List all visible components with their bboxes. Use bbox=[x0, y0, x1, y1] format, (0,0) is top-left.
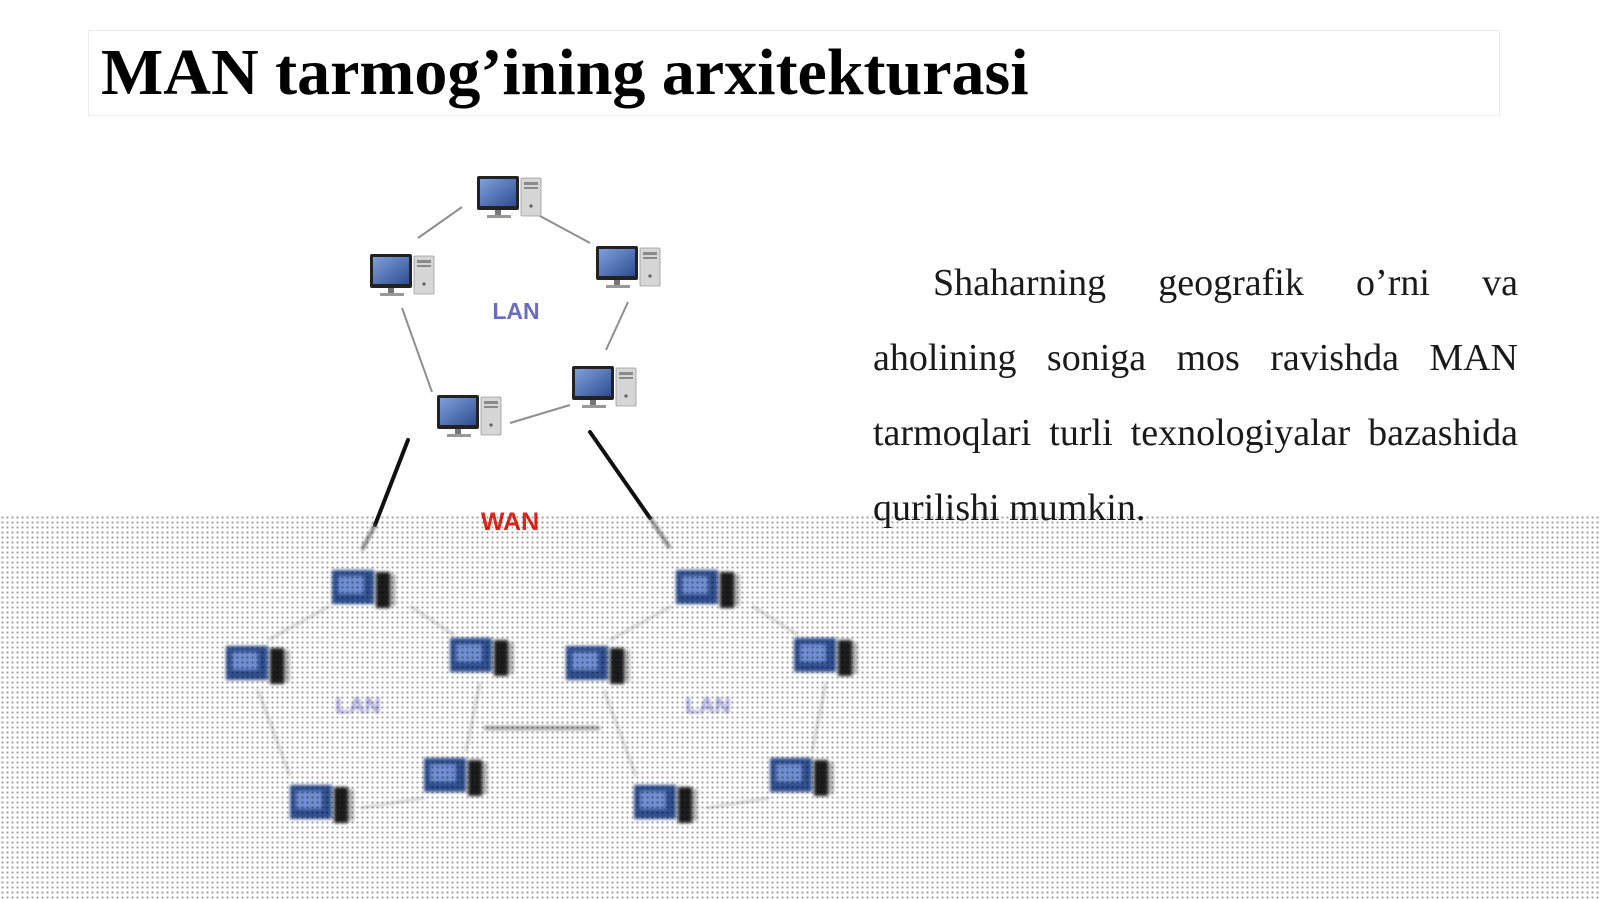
top-lan-label: LAN bbox=[492, 298, 539, 324]
computer-icon bbox=[436, 394, 502, 438]
computer-icon bbox=[226, 646, 290, 684]
computer-icon bbox=[794, 638, 858, 676]
computer-icon bbox=[676, 570, 740, 608]
right-lan-label: LAN bbox=[685, 693, 730, 718]
wan-links bbox=[373, 430, 652, 527]
computer-icon bbox=[450, 638, 514, 676]
left-lan-label: LAN bbox=[335, 693, 380, 718]
computer-icon bbox=[424, 758, 488, 796]
computer-icon bbox=[595, 245, 661, 289]
computer-icon bbox=[290, 785, 354, 823]
wan-links-lower bbox=[360, 517, 672, 551]
wan-label: WAN bbox=[481, 508, 539, 536]
computer-icon bbox=[634, 785, 698, 823]
top-lan-links bbox=[401, 206, 629, 424]
computer-icon bbox=[770, 758, 834, 796]
computer-icon bbox=[369, 253, 435, 297]
computer-icon bbox=[332, 570, 396, 608]
slide-title: MAN tarmog’ining arxitekturasi bbox=[101, 36, 1029, 109]
computer-icon bbox=[566, 646, 630, 684]
title-box: MAN tarmog’ining arxitekturasi bbox=[88, 30, 1500, 116]
computer-icon bbox=[571, 365, 637, 409]
bottom-lan-links bbox=[257, 605, 827, 809]
body-paragraph: Shaharning geografik o’rni va aholining … bbox=[873, 262, 1518, 529]
computer-icon bbox=[476, 175, 542, 219]
